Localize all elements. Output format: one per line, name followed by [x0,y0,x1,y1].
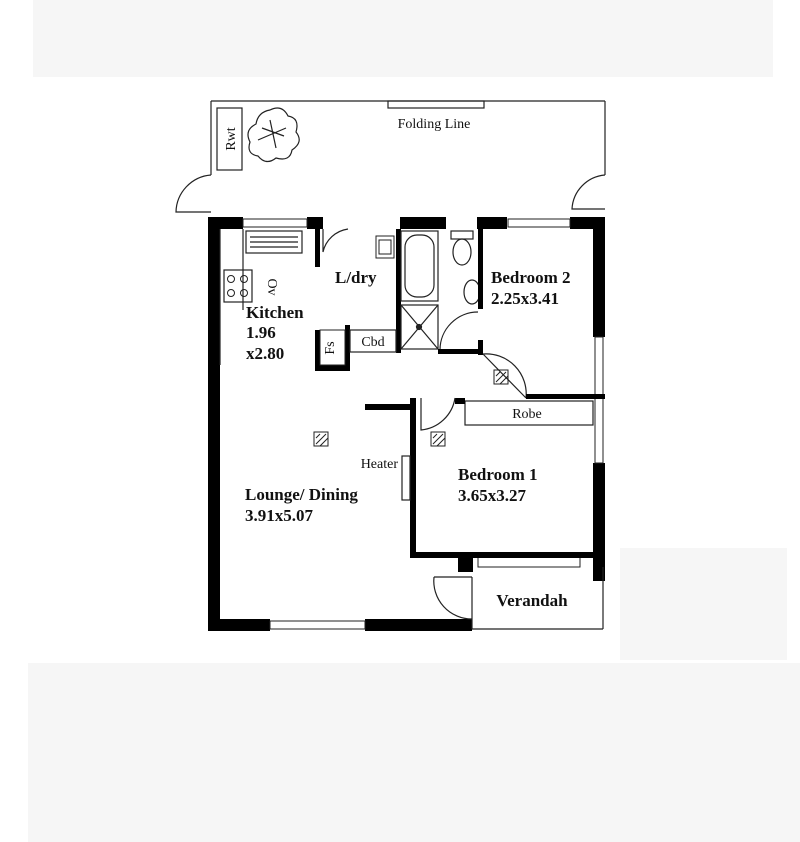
bathroom [400,230,481,351]
fridge-space-label: Fs [323,341,338,354]
bedroom1-dims: 3.65x3.27 [458,486,527,505]
tree-icon [247,107,300,163]
robe-label: Robe [512,407,542,422]
cooktop-icon [227,275,248,297]
top-background-band [33,0,773,77]
robe [464,400,594,426]
bedroom2-name: Bedroom 2 [491,268,571,287]
kitchen-dim-a: 1.96 [246,323,276,342]
lounge-name: Lounge/ Dining [245,485,358,504]
bedroom2-bottom-wall [526,394,605,399]
bedroom1-door-swing [420,397,456,431]
bedroom1-walls [365,398,593,572]
bathroom-walls [438,229,483,355]
exterior-walls [208,217,605,631]
heater [401,455,411,501]
windows [242,218,604,630]
fridge-space [319,329,346,366]
verandah [433,567,604,630]
bedroom2-dims: 2.25x3.41 [491,289,559,308]
bedroom2-door-swing [482,353,527,399]
verandah-label: Verandah [496,591,568,610]
kitchen-dim-b: x2.80 [246,344,284,363]
cupboard-label: Cbd [361,335,384,350]
back-door-swing [322,228,349,253]
lounge-dims: 3.91x5.07 [245,506,314,525]
rwt-label: Rwt [224,127,239,150]
bottom-background-band [28,663,800,842]
right-background-band [620,548,787,660]
laundry-walls [315,229,401,371]
laundry-sink-icon [375,235,395,259]
folding-line-label: Folding Line [398,117,471,132]
kitchen-name: Kitchen [246,303,304,322]
heater-label: Heater [361,457,399,472]
courtyard [175,100,606,213]
rainwater-tank [216,107,243,171]
cupboard [349,329,397,353]
oven-label: Ov [264,278,279,295]
bedroom1-name: Bedroom 1 [458,465,538,484]
laundry-name: L/dry [335,268,377,287]
